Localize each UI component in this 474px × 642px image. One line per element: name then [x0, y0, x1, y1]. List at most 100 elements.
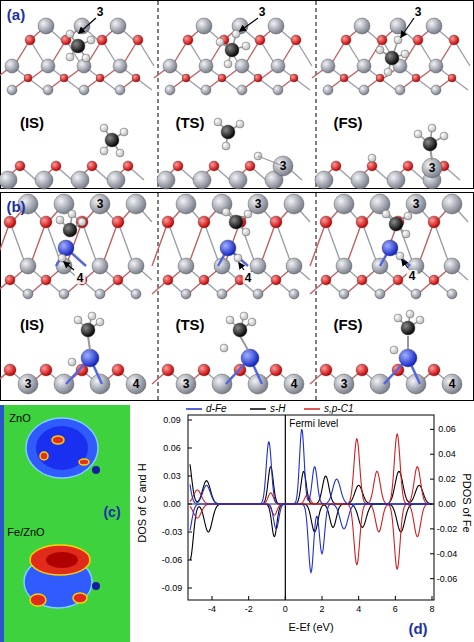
atom-red — [198, 364, 210, 376]
tick-label: -4 — [208, 605, 216, 614]
atom-grey — [351, 171, 369, 189]
atom-grey — [59, 289, 69, 299]
atom-grey — [113, 59, 127, 73]
tick-mark — [430, 504, 434, 505]
atom-blue — [399, 349, 417, 367]
atom-white — [402, 230, 410, 238]
density-contour — [73, 593, 87, 603]
atom-white — [82, 54, 90, 62]
atom-red — [163, 275, 173, 285]
atom-white — [406, 310, 414, 318]
atom-grey — [253, 289, 263, 299]
atom-black — [105, 133, 119, 147]
atom-black — [389, 217, 403, 231]
atom-white — [232, 30, 240, 38]
dos-curve — [190, 504, 432, 572]
atom-number: 3 — [341, 378, 348, 390]
atom-red — [183, 35, 193, 45]
tick-mark — [430, 578, 434, 579]
atom-red — [356, 364, 368, 376]
atom-red — [25, 35, 35, 45]
panel-frame — [1, 193, 474, 401]
panel-letter: (c) — [103, 505, 120, 519]
tick-mark — [188, 476, 192, 477]
atom-white — [224, 60, 232, 68]
atom-black — [81, 323, 95, 337]
atom-grey — [43, 85, 53, 95]
atom-white — [226, 316, 234, 324]
tick-label: -0.03 — [162, 528, 183, 537]
atom-grey — [79, 85, 89, 95]
atom-grey — [176, 194, 196, 214]
atom-white — [68, 358, 76, 366]
atom-grey — [212, 374, 232, 394]
atom-number: 4 — [291, 378, 298, 390]
atom-red — [173, 161, 183, 171]
atom-grey — [447, 289, 457, 299]
tick-mark — [188, 448, 192, 449]
atom-red — [4, 364, 16, 376]
atom-red — [270, 364, 282, 376]
panel-frame — [1, 1, 474, 189]
legend-label: s,p-C1 — [324, 404, 353, 414]
density-contour — [79, 459, 89, 465]
atom-red — [290, 74, 298, 82]
atom-white — [382, 210, 390, 218]
atom-red — [321, 275, 331, 285]
atom-red — [123, 161, 133, 171]
atom-grey — [92, 258, 108, 274]
leader-arrow — [239, 263, 244, 270]
atom-number: 3 — [97, 198, 104, 210]
tick-label: 8 — [429, 605, 434, 614]
atom-grey — [126, 374, 146, 394]
tick-mark — [188, 532, 192, 533]
tick-label: 2 — [319, 605, 324, 614]
atom-red — [218, 74, 226, 82]
atom-red — [51, 161, 61, 171]
dos-curves — [190, 430, 432, 573]
atom-red — [367, 161, 377, 171]
atom-black — [385, 51, 399, 65]
atom-red — [413, 35, 423, 45]
axis-title: PDOS of Fe — [461, 473, 472, 532]
color-bar — [0, 405, 4, 642]
atom-red — [357, 275, 367, 285]
legend-label: d-Fe — [206, 404, 227, 414]
panel-letter: (d) — [408, 621, 427, 636]
callout-number: 4 — [75, 272, 86, 284]
atom-white — [100, 147, 108, 155]
atom-red — [428, 364, 440, 376]
atom-red — [356, 216, 368, 228]
tick-mark — [322, 596, 323, 600]
atom-white — [222, 142, 230, 150]
atom-white — [88, 312, 96, 320]
atom-red — [97, 35, 107, 45]
atom-red — [87, 161, 97, 171]
atom-white — [394, 314, 402, 322]
dos-curve — [190, 430, 432, 504]
atom-red — [41, 275, 51, 285]
atom-number: 3 — [429, 162, 436, 174]
atom-grey — [38, 18, 54, 34]
atom-red — [340, 74, 348, 82]
atom-red — [393, 275, 403, 285]
atom-white — [428, 124, 436, 132]
atom-grey — [289, 289, 299, 299]
atom-grey — [0, 171, 17, 189]
density-contour — [36, 426, 88, 470]
bond — [0, 222, 10, 266]
atom-white — [234, 254, 242, 262]
atom-grey — [284, 194, 304, 214]
atom-white — [216, 38, 224, 46]
atom-grey — [18, 374, 38, 394]
state-label: (TS) — [175, 115, 204, 130]
fermi-label: Fermi level — [288, 419, 339, 429]
atom-grey — [35, 171, 53, 189]
atom-grey — [411, 289, 421, 299]
state-label: (FS) — [333, 317, 362, 332]
atom-grey — [217, 289, 227, 299]
atom-white — [242, 42, 250, 50]
atom-black — [63, 223, 77, 237]
atom-white — [100, 124, 108, 132]
dos-curve — [190, 464, 432, 504]
